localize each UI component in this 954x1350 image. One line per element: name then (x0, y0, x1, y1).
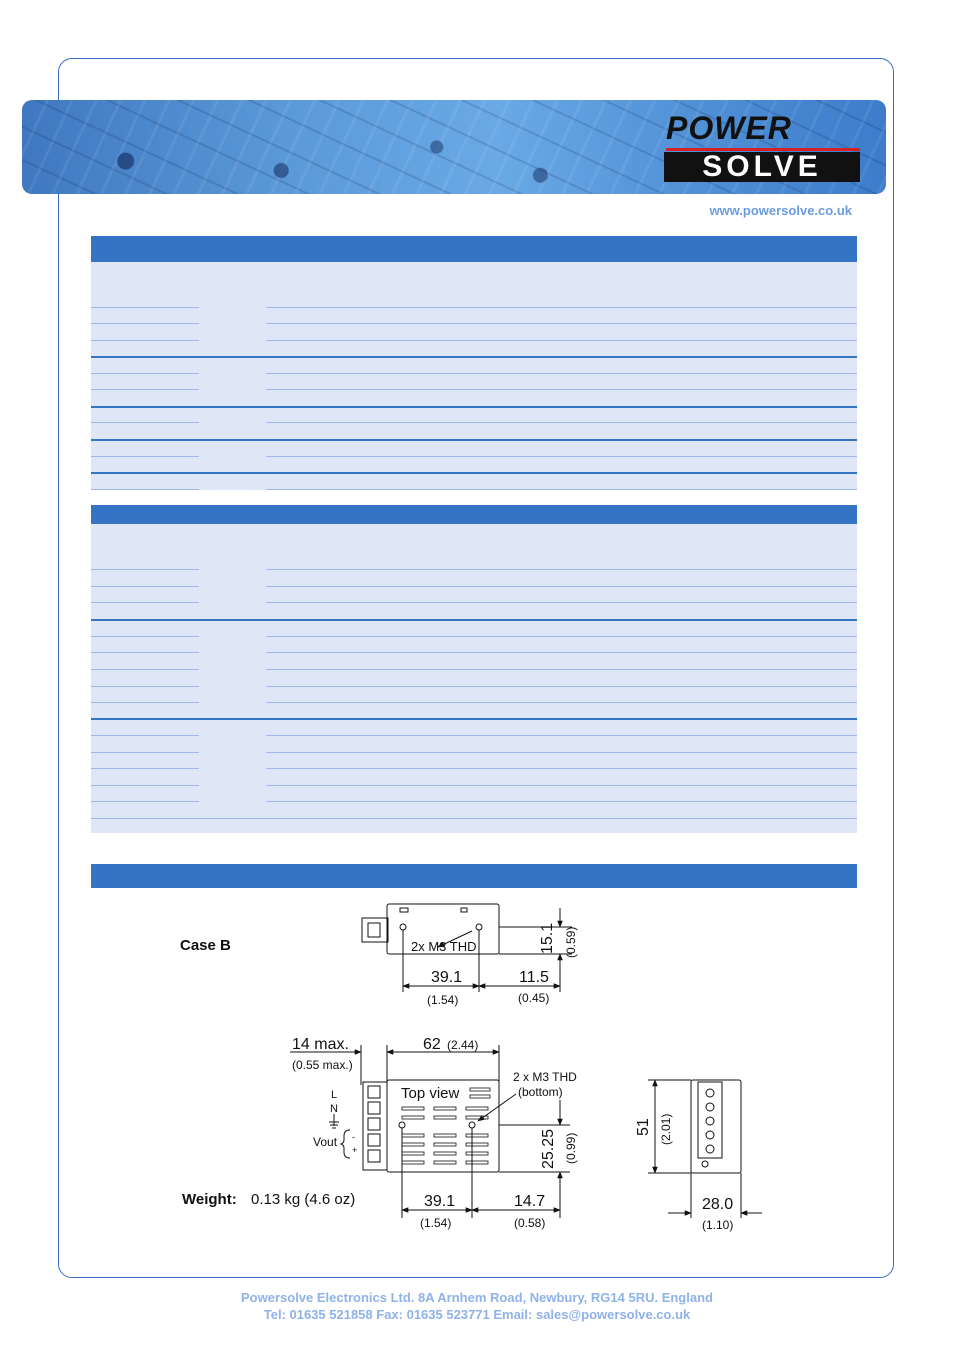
page-border (58, 58, 894, 1278)
end-terminal-block (697, 1081, 723, 1159)
side-hole-right (475, 923, 483, 931)
terminal-4 (367, 1133, 381, 1147)
top-dim2-inch: (0.58) (514, 1216, 545, 1230)
side-dim1-inch: (1.54) (427, 993, 458, 1007)
end-width-inch: (1.10) (702, 1218, 733, 1232)
end-case-body (690, 1079, 742, 1174)
weight-value: 0.13 kg (4.6 oz) (251, 1191, 355, 1208)
top-length-inch: (2.44) (447, 1038, 478, 1052)
end-height-inch: (2.01) (659, 1114, 673, 1145)
logo-red-line (666, 148, 860, 151)
side-height-inch: (0.59) (564, 927, 578, 958)
end-screw (701, 1160, 709, 1168)
pin-l-label: L (331, 1089, 337, 1101)
vout-brace (339, 1129, 351, 1159)
end-view (648, 1079, 762, 1218)
top-max-value: 14 max. (292, 1036, 349, 1053)
weight-label: Weight: (182, 1191, 237, 1208)
vent-slots (401, 1087, 491, 1165)
top-holes-sub: (bottom) (518, 1085, 563, 1099)
table2-body (91, 524, 857, 833)
footer-contact: Tel: 01635 521858 Fax: 01635 523771 Emai… (263, 1307, 691, 1322)
top-height-value: 25.25 (540, 1129, 557, 1169)
side-connector-inner (367, 922, 381, 938)
side-dim2-value: 11.5 (519, 969, 549, 986)
terminal-3 (367, 1117, 381, 1131)
terminal-1 (367, 1085, 381, 1099)
case-label: Case B (180, 937, 231, 954)
side-case-body (386, 903, 500, 955)
logo-solve-text: SOLVE (664, 152, 860, 182)
ground-symbol-icon (329, 1114, 339, 1129)
top-case-body (386, 1079, 500, 1173)
table1-header-bar (91, 236, 857, 262)
side-dim2-inch: (0.45) (518, 991, 549, 1005)
vout-label: Vout (313, 1135, 338, 1149)
top-dim1-value: 39.1 (424, 1193, 455, 1210)
top-hole-right (468, 1121, 476, 1129)
terminal-block (362, 1081, 388, 1171)
terminal-2 (367, 1101, 381, 1115)
top-holes-label: 2 x M3 THD (513, 1070, 577, 1084)
footer-address: Powersolve Electronics Ltd. 8A Arnhem Ro… (241, 1290, 713, 1305)
vout-minus: - (352, 1132, 355, 1142)
side-connector (361, 917, 389, 943)
top-dim1-inch: (1.54) (420, 1216, 451, 1230)
end-height-value: 51 (635, 1118, 652, 1136)
top-view-label: Top view (401, 1085, 460, 1102)
top-length-value: 62 (423, 1036, 441, 1053)
side-height-value: 15.1 (539, 923, 556, 954)
top-hole-left (398, 1121, 406, 1129)
table2-header-bar (91, 505, 857, 524)
top-view (290, 1045, 570, 1218)
side-view (361, 903, 572, 992)
side-hole-left (399, 923, 407, 931)
top-dim2-value: 14.7 (514, 1193, 545, 1210)
logo-power-text: POWER (666, 110, 792, 146)
website-link[interactable]: www.powersolve.co.uk (709, 203, 852, 218)
side-led-mark (399, 907, 409, 913)
top-height-inch: (0.99) (564, 1133, 578, 1164)
end-width-value: 28.0 (702, 1196, 733, 1213)
vout-plus: + (352, 1145, 357, 1155)
side-slot-mark (460, 907, 468, 913)
pin-n-label: N (330, 1103, 338, 1115)
powersolve-logo: POWER SOLVE (662, 110, 862, 186)
side-holes-label: 2x M3 THD (411, 939, 477, 954)
side-dim1-value: 39.1 (431, 969, 462, 986)
terminal-5 (367, 1149, 381, 1163)
drawing-header-bar (91, 864, 857, 888)
table1-body (91, 262, 857, 490)
top-max-inch: (0.55 max.) (292, 1058, 353, 1072)
